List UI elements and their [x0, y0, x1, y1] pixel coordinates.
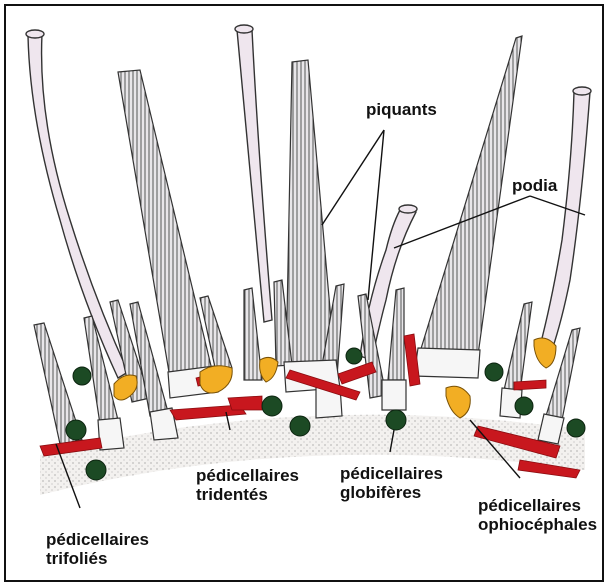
label-pedicellaires-ophiocephales: pédicellaires ophiocéphales	[478, 496, 597, 534]
pedicellaria-icon	[66, 420, 86, 440]
pedicellaria-icon	[262, 396, 282, 416]
pedicellaria-icon	[73, 367, 91, 385]
pedicellaria-icon	[200, 366, 232, 393]
tube-foot-icon	[237, 28, 272, 322]
pedicellaria-icon	[228, 396, 262, 410]
tube-foot-tip	[235, 25, 253, 33]
pedicellaria-icon	[485, 363, 503, 381]
tube-foot-tip	[573, 87, 591, 95]
tube-foot-icon	[540, 90, 590, 350]
pedicellaria-icon	[514, 380, 546, 390]
pedicellaria-icon	[446, 386, 470, 418]
pedicellaria-icon	[290, 416, 310, 436]
spine-icon	[420, 36, 522, 355]
tube-foot-tip	[26, 30, 44, 38]
label-pedicellaires-globiferes: pédicellaires globifères	[340, 464, 443, 502]
piquants-leader	[322, 130, 384, 225]
spine-base	[382, 380, 406, 410]
spine-icon	[118, 70, 212, 378]
pedicellaria-icon	[515, 397, 533, 415]
spine-icon	[504, 302, 532, 392]
pedicellaria-icon	[86, 460, 106, 480]
label-pedicellaires-tridentes: pédicellaires tridentés	[196, 466, 299, 504]
pedicellaria-icon	[567, 419, 585, 437]
pedicellaria-icon	[386, 410, 406, 430]
pedicellaria-icon	[346, 348, 362, 364]
spine-icon	[286, 60, 335, 368]
pedicellaria-icon	[534, 338, 556, 368]
spine-icon	[388, 288, 404, 380]
label-pedicellaires-trifolies: pédicellaires trifoliés	[46, 530, 149, 568]
label-piquants: piquants	[366, 100, 437, 119]
spine-base	[414, 348, 480, 378]
spine-base	[98, 418, 124, 450]
label-podia: podia	[512, 176, 557, 195]
tube-foot-tip	[399, 205, 417, 213]
